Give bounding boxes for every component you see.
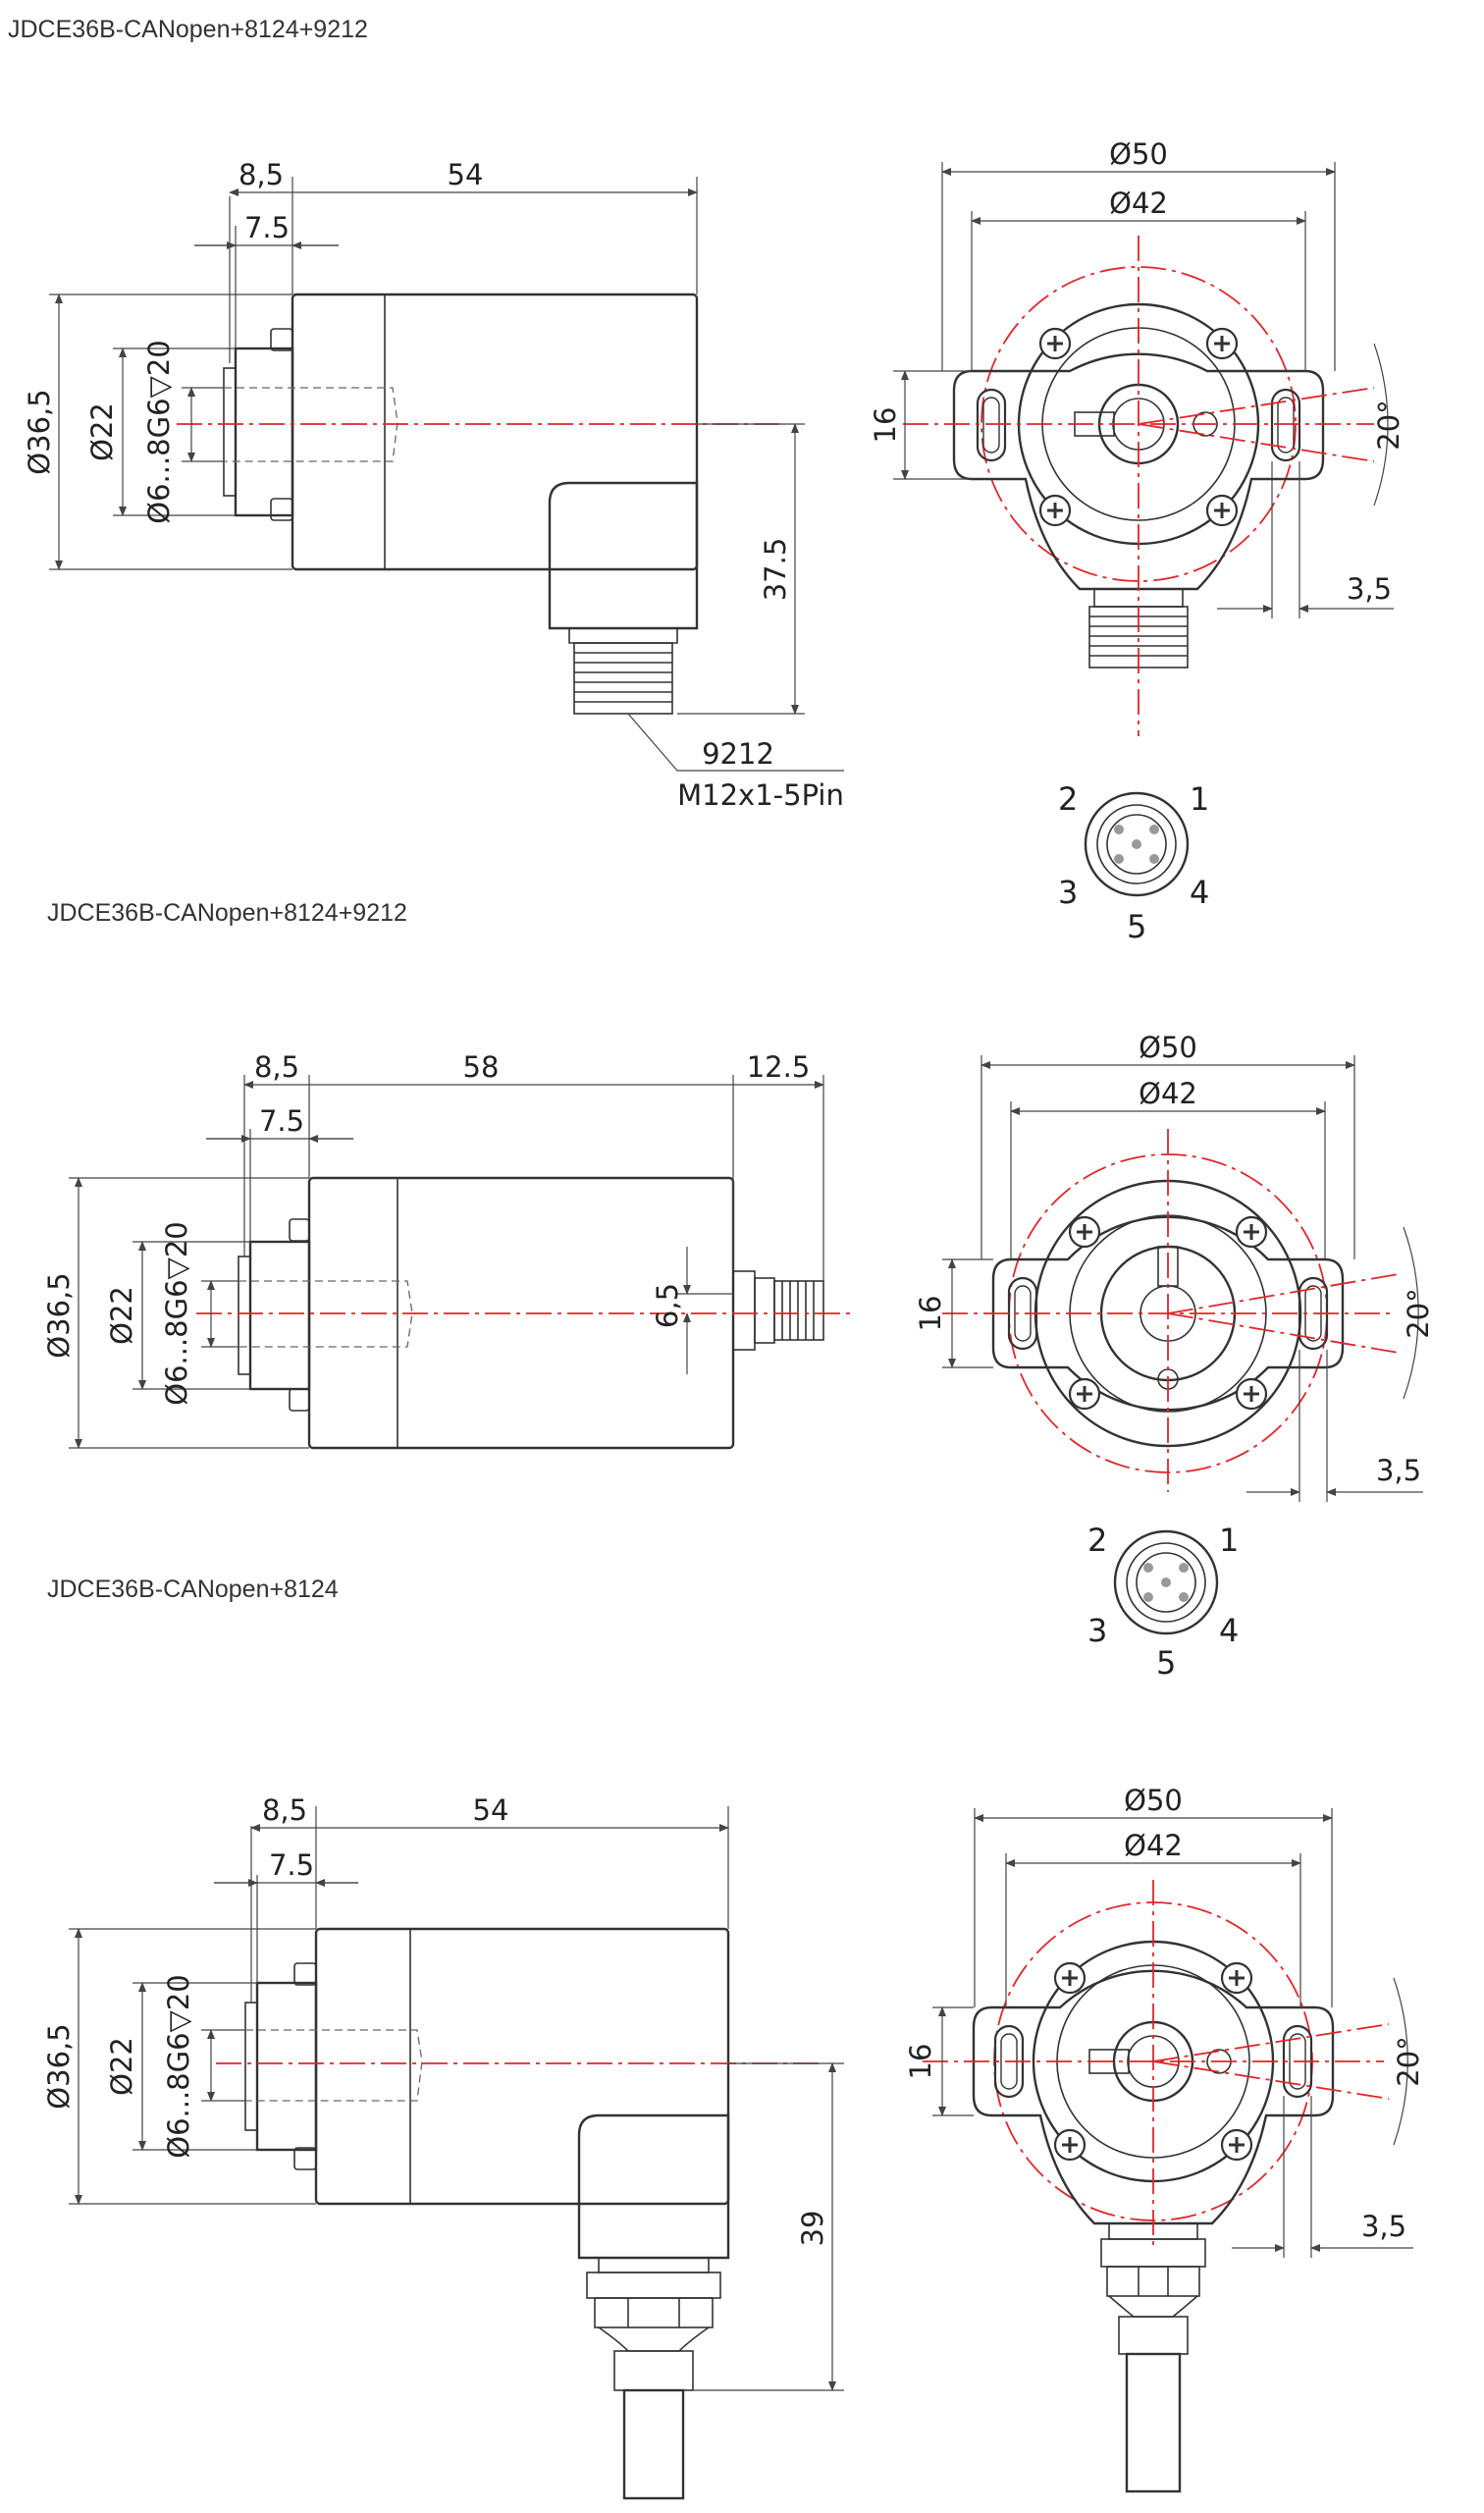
s1-dim-d42: Ø42 — [1109, 187, 1168, 220]
s1-pin-3: 3 — [1058, 874, 1078, 911]
s1-pin-1: 1 — [1190, 780, 1209, 818]
s2-pin-5: 5 — [1156, 1644, 1176, 1682]
s3-dim-39: 39 — [796, 2211, 829, 2247]
s1-dim-20deg: 20° — [1372, 400, 1405, 450]
s1-dim-37-5: 37.5 — [759, 538, 792, 602]
s2-pin-1: 1 — [1219, 1522, 1239, 1559]
s1-dim-16: 16 — [869, 407, 902, 444]
s2-dim-12-5: 12.5 — [747, 1050, 811, 1084]
s1-dim-d50: Ø50 — [1109, 137, 1168, 171]
s1-dim-54: 54 — [448, 158, 484, 191]
s2-dim-d42: Ø42 — [1139, 1077, 1197, 1110]
s2-pin-2: 2 — [1087, 1522, 1107, 1559]
s2-dim-16: 16 — [914, 1296, 947, 1332]
section-2-front-view — [942, 1055, 1423, 1502]
s2-dim-20deg: 20° — [1402, 1288, 1435, 1338]
s2-pin-diagram — [1113, 1529, 1219, 1635]
s3-dim-d36: Ø36,5 — [42, 2023, 76, 2109]
s2-dim-6-5: 6,5 — [651, 1283, 684, 1328]
s3-dim-16: 16 — [904, 2044, 937, 2080]
s1-dim-3-5: 3,5 — [1347, 572, 1392, 606]
section-3-side-view — [69, 1806, 844, 2500]
s1-dim-shaft: Ø6...8G6▽20 — [142, 340, 176, 524]
s1-dim-d22: Ø22 — [85, 402, 119, 461]
s3-dim-d50: Ø50 — [1124, 1784, 1183, 1817]
s2-dim-d22: Ø22 — [105, 1286, 138, 1345]
section-2-title: JDCE36B-CANopen+8124+9212 — [47, 899, 407, 927]
s3-dim-d42: Ø42 — [1124, 1829, 1183, 1862]
s3-dim-8-5: 8,5 — [262, 1793, 307, 1827]
s3-dim-shaft: Ø6...8G6▽20 — [162, 1974, 195, 2159]
section-3-front-view — [923, 1808, 1413, 2493]
section-1-title: JDCE36B-CANopen+8124+9212 — [8, 16, 368, 43]
s1-pin-4: 4 — [1190, 874, 1209, 911]
section-3-title: JDCE36B-CANopen+8124 — [47, 1576, 339, 1603]
s1-pin-diagram — [1084, 791, 1190, 897]
s1-dim-d36: Ø36,5 — [23, 389, 56, 474]
s2-dim-58: 58 — [463, 1050, 500, 1084]
s1-pin-5: 5 — [1127, 908, 1146, 945]
section-2-side-view — [69, 1075, 854, 1450]
s2-dim-d50: Ø50 — [1139, 1031, 1197, 1064]
s3-dim-7-5: 7.5 — [269, 1848, 314, 1882]
s3-dim-54: 54 — [473, 1793, 509, 1827]
s1-dim-7-5: 7.5 — [244, 211, 290, 244]
s1-connector-label-1: 9212 — [702, 737, 774, 771]
s2-dim-shaft: Ø6...8G6▽20 — [160, 1221, 193, 1406]
s1-connector-label-2: M12x1-5Pin — [677, 778, 844, 812]
s3-dim-20deg: 20° — [1392, 2036, 1425, 2086]
s1-pin-2: 2 — [1058, 780, 1078, 818]
section-1-front-view — [893, 162, 1394, 736]
s3-dim-3-5: 3,5 — [1361, 2210, 1406, 2243]
s3-dim-d22: Ø22 — [105, 2037, 138, 2096]
s2-pin-3: 3 — [1087, 1612, 1107, 1649]
s2-dim-d36: Ø36,5 — [42, 1272, 76, 1358]
section-1-side-view — [49, 177, 844, 772]
s2-dim-3-5: 3,5 — [1376, 1454, 1421, 1487]
s2-dim-8-5: 8,5 — [254, 1050, 299, 1084]
s1-dim-8-5: 8,5 — [238, 158, 284, 191]
s2-pin-4: 4 — [1219, 1612, 1239, 1649]
s2-dim-7-5: 7.5 — [259, 1104, 304, 1138]
